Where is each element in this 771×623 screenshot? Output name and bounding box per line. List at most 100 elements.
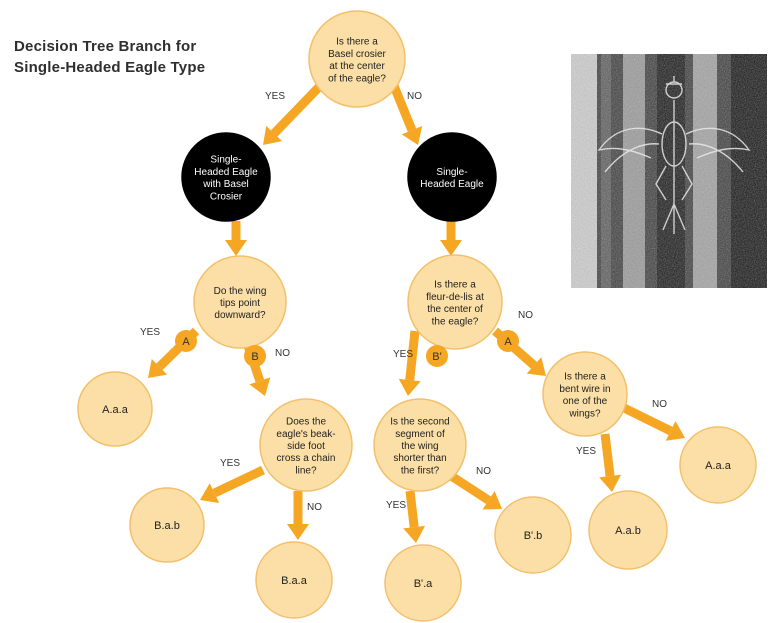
node-text-line: A.a.a — [102, 404, 129, 416]
branch-badge-label: A — [504, 336, 512, 348]
arrow-head — [440, 240, 462, 256]
arrow-head — [148, 358, 168, 378]
node-l-baa: B.a.a — [255, 541, 333, 619]
arrow-head — [398, 378, 421, 396]
node-text-line: Basel crosier — [328, 49, 386, 60]
node-circle — [679, 426, 757, 504]
arrow-shaft — [405, 330, 420, 381]
arrow-shaft — [212, 465, 265, 498]
branch-badge — [244, 345, 266, 367]
edge-label-yes: YES — [140, 327, 160, 338]
arrow-shaft — [389, 84, 417, 132]
node-text-line: the center of — [427, 304, 483, 315]
node-circle — [77, 371, 153, 447]
arrow-head — [263, 125, 283, 145]
arrow-shaft — [405, 490, 419, 528]
node-text-line: the first? — [401, 465, 440, 476]
node-text-line: downward? — [214, 310, 266, 321]
node-text-line: eagle's beak- — [276, 429, 335, 440]
arrow-head — [403, 525, 426, 543]
diagram-title: Decision Tree Branch for Single-Headed E… — [14, 36, 205, 78]
node-text-line: Is there a — [564, 372, 606, 383]
node-circle — [308, 10, 406, 108]
node-text-line: of the eagle? — [328, 73, 386, 84]
node-text-line: with Basel — [202, 179, 249, 190]
edge-label-yes: YES — [265, 91, 285, 102]
arrow-shaft — [270, 82, 324, 137]
node-text-line: wings? — [568, 408, 601, 419]
node-l-bpb: B'.b — [494, 496, 572, 574]
node-text-line: A.a.b — [615, 525, 641, 537]
node-circle — [193, 255, 287, 349]
node-circle — [384, 544, 462, 622]
node-text-line: B'.a — [414, 578, 433, 590]
node-l-aaa-left: A.a.a — [77, 371, 153, 447]
node-l-aaa-right: A.a.a — [679, 426, 757, 504]
arrow-head — [249, 377, 271, 396]
arrow-head — [599, 474, 622, 492]
node-circle — [255, 541, 333, 619]
edge-label-no: NO — [518, 310, 533, 321]
node-circle — [407, 132, 497, 222]
node-text-line: Single- — [436, 167, 467, 178]
node-d2: Single-Headed Eagle — [407, 132, 497, 222]
node-text-line: A.a.a — [705, 460, 732, 472]
node-text-line: Is there a — [434, 280, 476, 291]
edge-label-no: NO — [307, 502, 322, 513]
node-circle — [588, 490, 668, 570]
node-text-line: Headed Eagle — [420, 179, 484, 190]
node-text-line: B'.b — [524, 530, 543, 542]
node-text-line: B.a.a — [281, 575, 308, 587]
node-text-line: Is the second — [390, 417, 449, 428]
node-text-line: line? — [295, 465, 317, 476]
eagle-watermark-photo — [571, 54, 767, 288]
node-l-bpa: B'.a — [384, 544, 462, 622]
edge-label-yes: YES — [393, 349, 413, 360]
arrow-head — [225, 240, 247, 256]
branch-badge — [175, 330, 197, 352]
edge-label-no: NO — [476, 466, 491, 477]
node-text-line: Does the — [286, 417, 326, 428]
node-text-line: Is there a — [336, 37, 378, 48]
node-circle — [494, 496, 572, 574]
node-text-line: tips point — [220, 298, 260, 309]
node-circle — [259, 398, 353, 492]
title-line-2: Single-Headed Eagle Type — [14, 59, 206, 76]
node-text-line: segment of — [395, 429, 445, 440]
node-text-line: Do the wing — [214, 286, 267, 297]
node-text-line: side foot — [287, 441, 325, 452]
arrow-head — [526, 357, 546, 376]
node-text-line: Headed Eagle — [194, 167, 258, 178]
edge-label-no: NO — [652, 399, 667, 410]
node-text-line: at the center — [329, 61, 385, 72]
node-l-bab: B.a.b — [129, 487, 205, 563]
arrow-head — [665, 421, 685, 441]
branch-badge-label: A — [182, 336, 190, 348]
arrow-shaft — [600, 433, 615, 477]
node-l-aab: A.a.b — [588, 490, 668, 570]
branch-badge — [426, 345, 448, 367]
node-text-line: B.a.b — [154, 520, 180, 532]
node-circle — [407, 254, 503, 350]
node-text-line: bent wire in — [559, 384, 610, 395]
watermark-image — [571, 54, 767, 288]
branch-badge — [497, 330, 519, 352]
node-text-line: fleur-de-lis at — [426, 292, 484, 303]
node-circle — [129, 487, 205, 563]
node-text-line: the eagle? — [432, 316, 479, 327]
edge-label-no: NO — [407, 91, 422, 102]
node-text-line: cross a chain — [277, 453, 336, 464]
node-text-line: shorter than — [393, 453, 446, 464]
node-text-line: the wing — [401, 441, 438, 452]
